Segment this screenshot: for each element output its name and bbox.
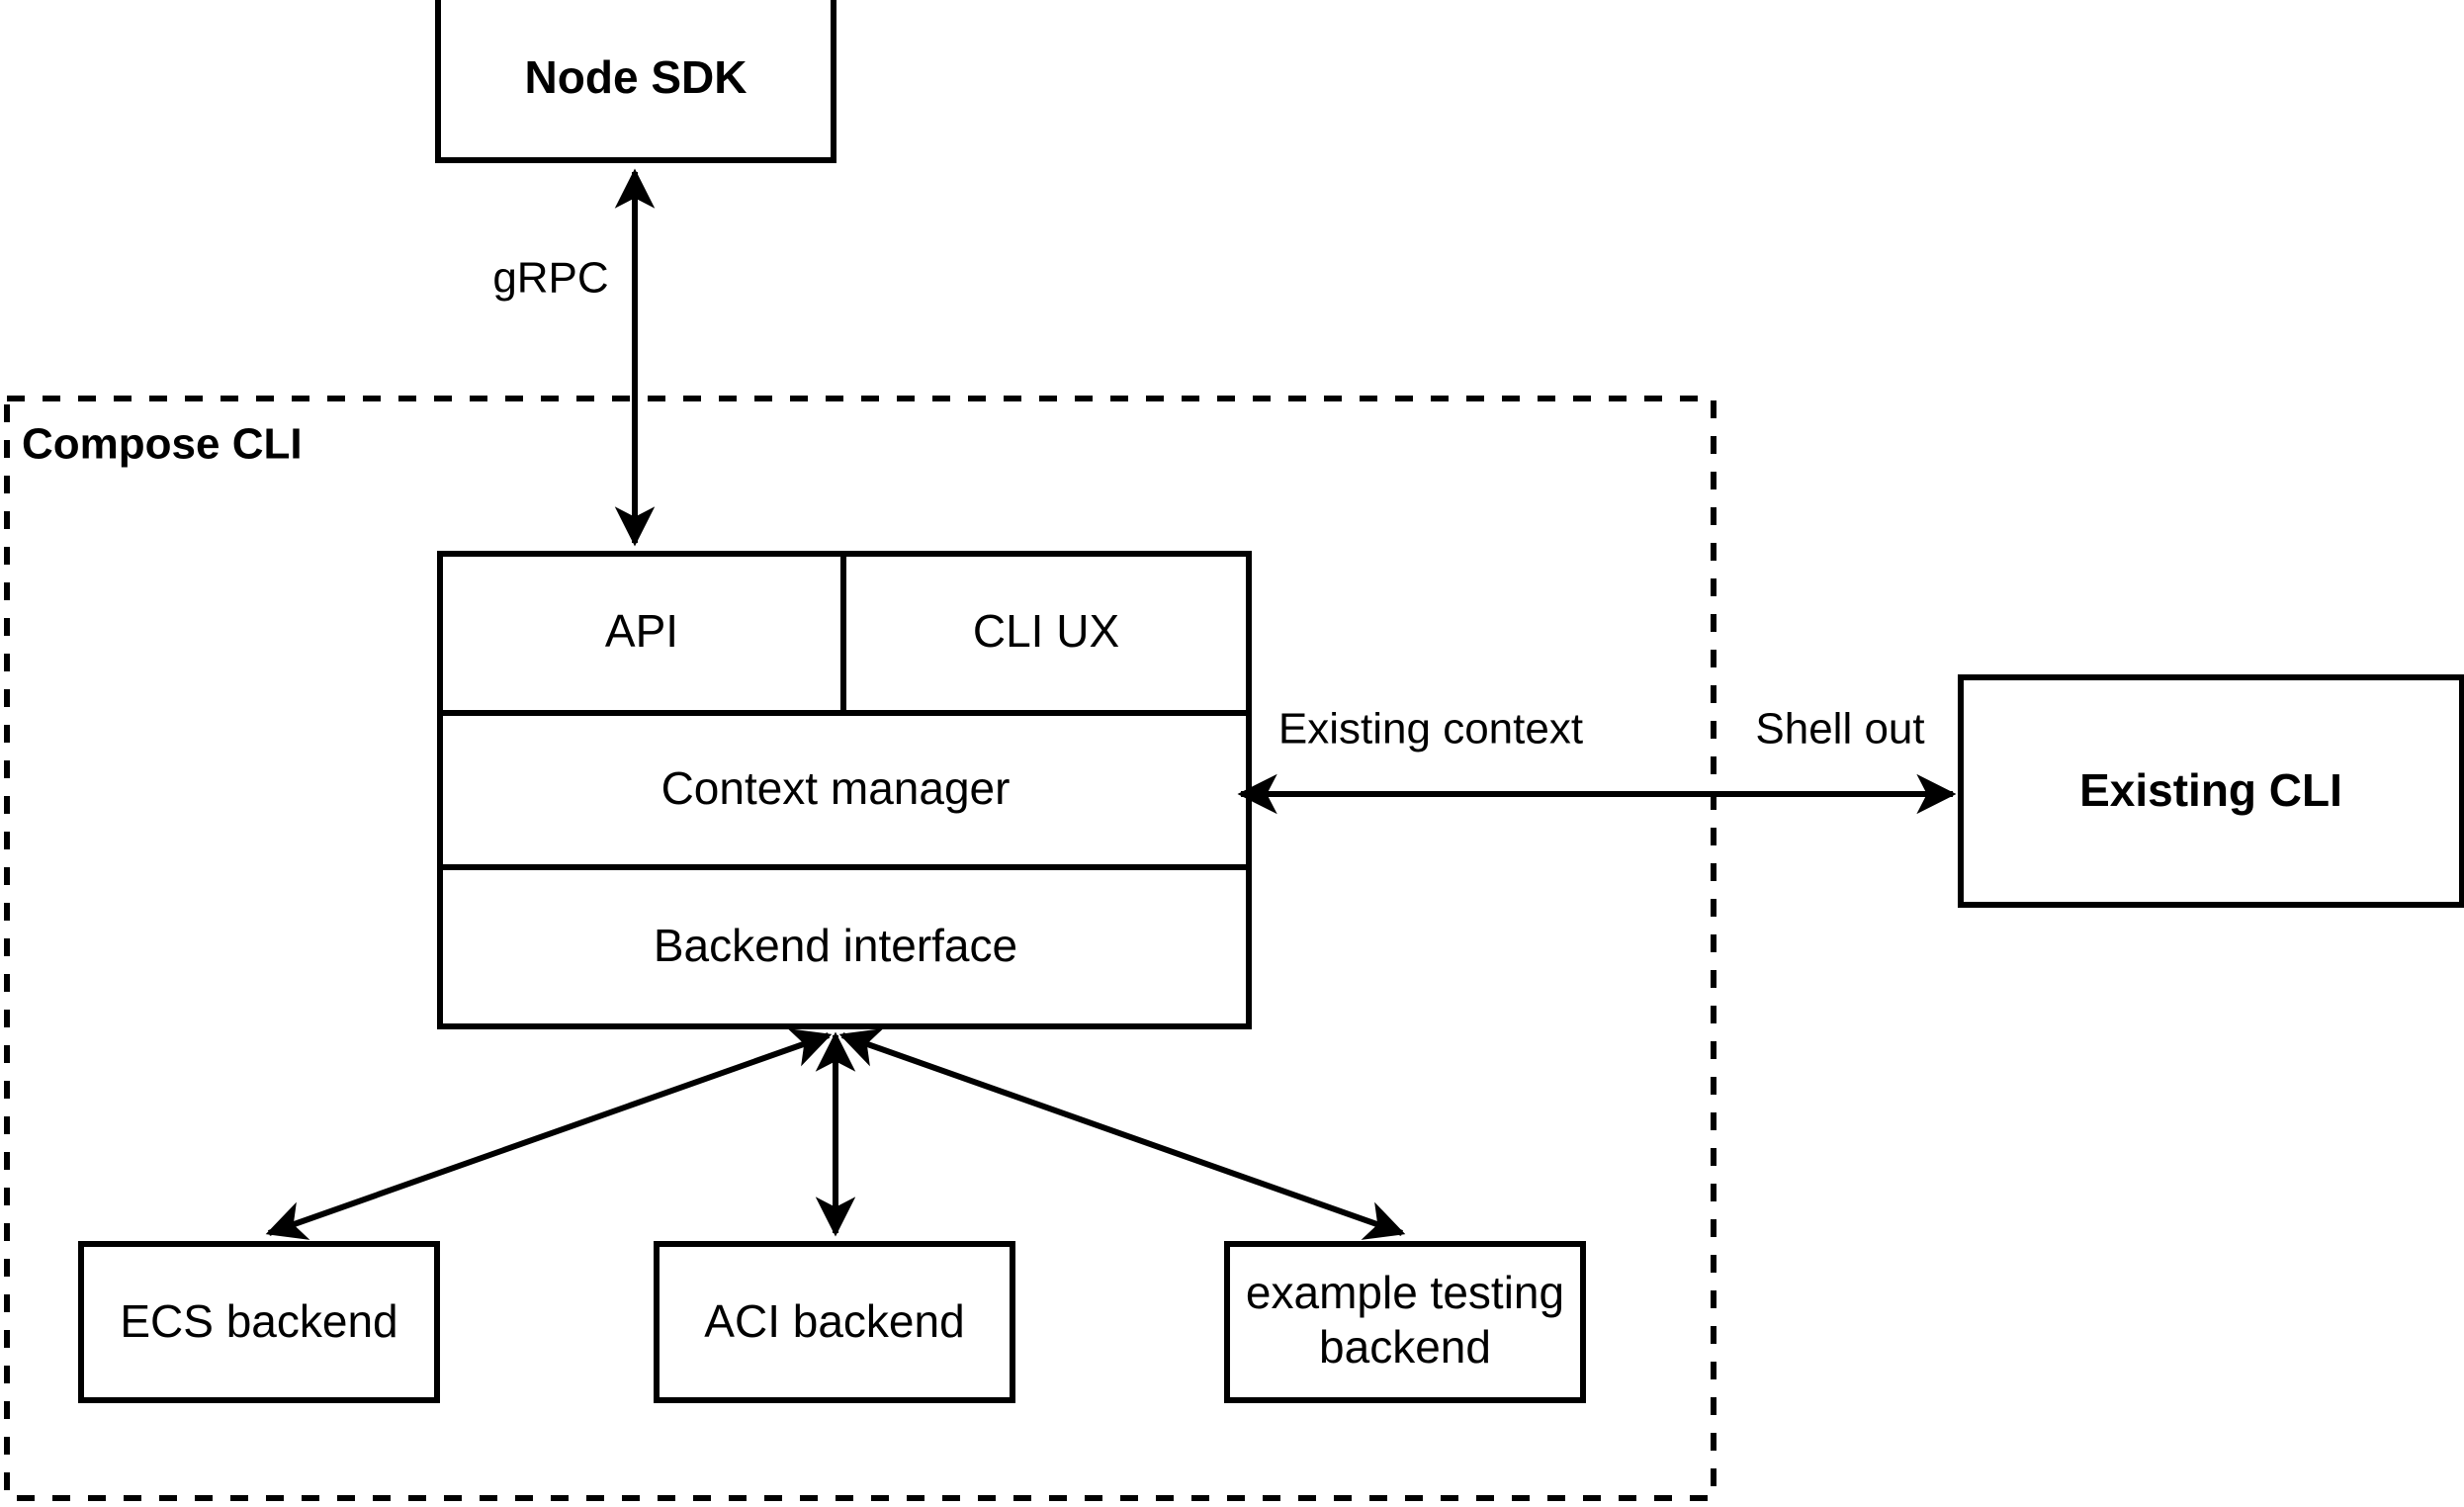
edge-backend-ecs [265,1028,833,1240]
aci-backend-label: ACI backend [704,1295,964,1347]
existing-cli-box[interactable] [1958,674,2464,908]
group-compose-cli: Compose CLI [4,396,1716,1501]
api-label: API [605,605,678,657]
node-cli-ux[interactable]: CLI UX [973,605,1119,657]
aci-backend-box[interactable] [654,1241,1015,1403]
ecs-backend-label: ECS backend [120,1295,397,1347]
node-api[interactable]: API [605,605,678,657]
example-testing-backend-box[interactable] [1224,1241,1586,1403]
node-backend-interface[interactable]: Backend interface [654,920,1017,971]
ecs-connector-line [265,1028,833,1240]
node-existing-cli[interactable]: Existing CLI [1958,674,2464,908]
edge-existing-cli-link: Existing context Shell out [1237,705,1957,815]
compose-cli-stack: API CLI UX Context manager Backend inter… [437,551,1252,1029]
node-context-manager[interactable]: Context manager [661,762,1011,814]
cli-ux-label: CLI UX [973,605,1119,657]
node-node-sdk[interactable]: Node SDK [435,0,836,163]
edge-label-shell-out: Shell out [1755,705,1924,754]
existing-cli-label: Existing CLI [2079,764,2342,816]
edge-grpc: gRPC [492,168,656,547]
node-example-testing-backend[interactable]: example testing backend [1224,1241,1586,1403]
context-manager-label: Context manager [661,762,1011,814]
edge-label-existing-context: Existing context [1278,705,1583,754]
example-connector-line [838,1028,1406,1240]
node-sdk-label: Node SDK [525,51,748,103]
compose-cli-group-boundary [4,396,1716,1501]
example-testing-backend-label-line1: example testing [1246,1267,1564,1318]
backend-interface-label: Backend interface [654,920,1017,971]
node-ecs-backend[interactable]: ECS backend [78,1241,440,1403]
ecs-backend-box[interactable] [78,1241,440,1403]
node-aci-backend[interactable]: ACI backend [654,1241,1015,1403]
edge-label-grpc: gRPC [492,254,608,303]
node-sdk-box[interactable] [435,0,836,163]
example-testing-backend-label-line2: backend [1319,1321,1491,1373]
edge-backend-example [838,1028,1406,1240]
compose-cli-group-label: Compose CLI [22,420,303,469]
